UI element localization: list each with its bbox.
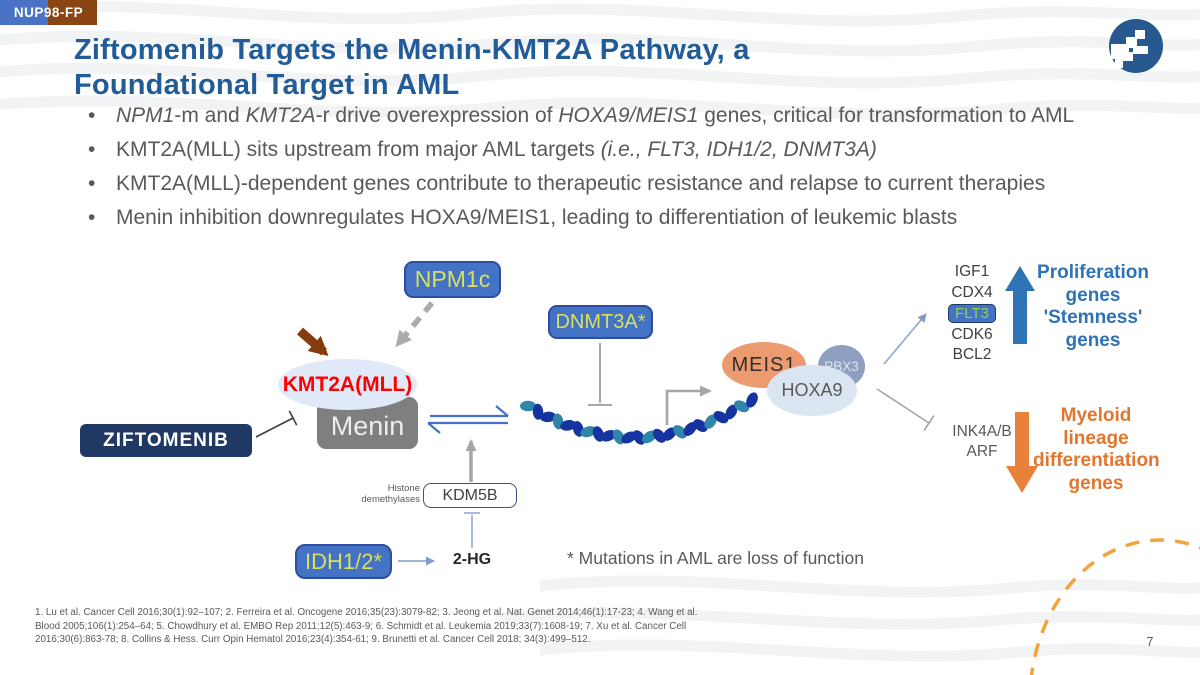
references: 1. Lu et al. Cancer Cell 2016;30(1):92–1…: [35, 607, 698, 645]
node-kmt2a-mll: KMT2A(MLL): [278, 359, 417, 410]
node-npm1c: NPM1c: [404, 261, 501, 298]
node-nup98-fp: NUP98-FP: [0, 0, 97, 25]
nup98-arrow: [297, 327, 329, 356]
upregulated-gene-list: IGF1 CDX4 FLT3 CDK6 BCL2: [938, 262, 1006, 366]
dna-strand: [520, 392, 758, 445]
equilibrium-arrows: [427, 405, 509, 434]
hoxa9-to-genes-arrow: [883, 313, 927, 365]
proliferation-up-arrow: [1005, 266, 1035, 344]
mutation-footnote: * Mutations in AML are loss of function: [567, 548, 865, 568]
downregulated-gene-list: INK4A/B ARF: [952, 423, 1012, 460]
dna-to-meis1-arrow: [665, 385, 712, 425]
node-hoxa9: HOXA9: [767, 365, 857, 416]
bullet-3: • KMT2A(MLL)-dependent genes contribute …: [88, 172, 1046, 195]
dnmt3a-inhibit-line: [588, 343, 612, 406]
myeloid-differentiation-label: Myeloid lineage differentiation genes: [1033, 405, 1160, 494]
bullet-list: • NPM1-m and KMT2A-r drive overexpressio…: [88, 104, 1074, 240]
gene-cdx4: CDX4: [951, 283, 993, 301]
proliferation-genes-label: Proliferation genes 'Stemness' genes: [1037, 262, 1149, 351]
two-hg-label: 2-HG: [452, 551, 492, 568]
nup98-blue-half: [0, 0, 48, 25]
hg2-inhibit-line: [464, 512, 480, 548]
slide-title: Ziftomenib Targets the Menin-KMT2A Pathw…: [74, 34, 750, 101]
company-logo-icon: [1109, 19, 1163, 73]
nup98-label: NUP98-FP: [13, 5, 84, 20]
node-idh12: IDH1/2*: [295, 544, 392, 579]
myeloid-down-arrow: [1006, 412, 1038, 493]
gene-cdk6: CDK6: [951, 325, 993, 343]
node-dnmt3a: DNMT3A*: [548, 305, 653, 339]
node-ziftomenib: ZIFTOMENIB: [80, 424, 252, 457]
gene-flt3-highlight: FLT3: [938, 303, 1006, 325]
node-kdm5b: KDM5B: [423, 483, 517, 508]
hoxa9-inhibit-line: [876, 388, 935, 431]
ziftomenib-inhibit-line: [255, 410, 298, 438]
gene-bcl2: BCL2: [952, 346, 992, 363]
gene-igf1: IGF1: [954, 263, 990, 280]
bullet-4: • Menin inhibition downregulates HOXA9/M…: [88, 206, 958, 229]
nup98-brown-half: [48, 0, 97, 25]
npm1c-dashed-arrow: [395, 301, 435, 348]
bullet-1-gene: NPM1: [116, 104, 175, 127]
page-number: 7: [1146, 635, 1154, 649]
bullet-1: • NPM1-m and KMT2A-r drive overexpressio…: [88, 104, 1075, 127]
histone-demethylases-label: Histone demethylases: [361, 483, 420, 505]
bullet-2: • KMT2A(MLL) sits upstream from major AM…: [88, 138, 877, 161]
dashed-circle-decor: [1029, 538, 1200, 675]
